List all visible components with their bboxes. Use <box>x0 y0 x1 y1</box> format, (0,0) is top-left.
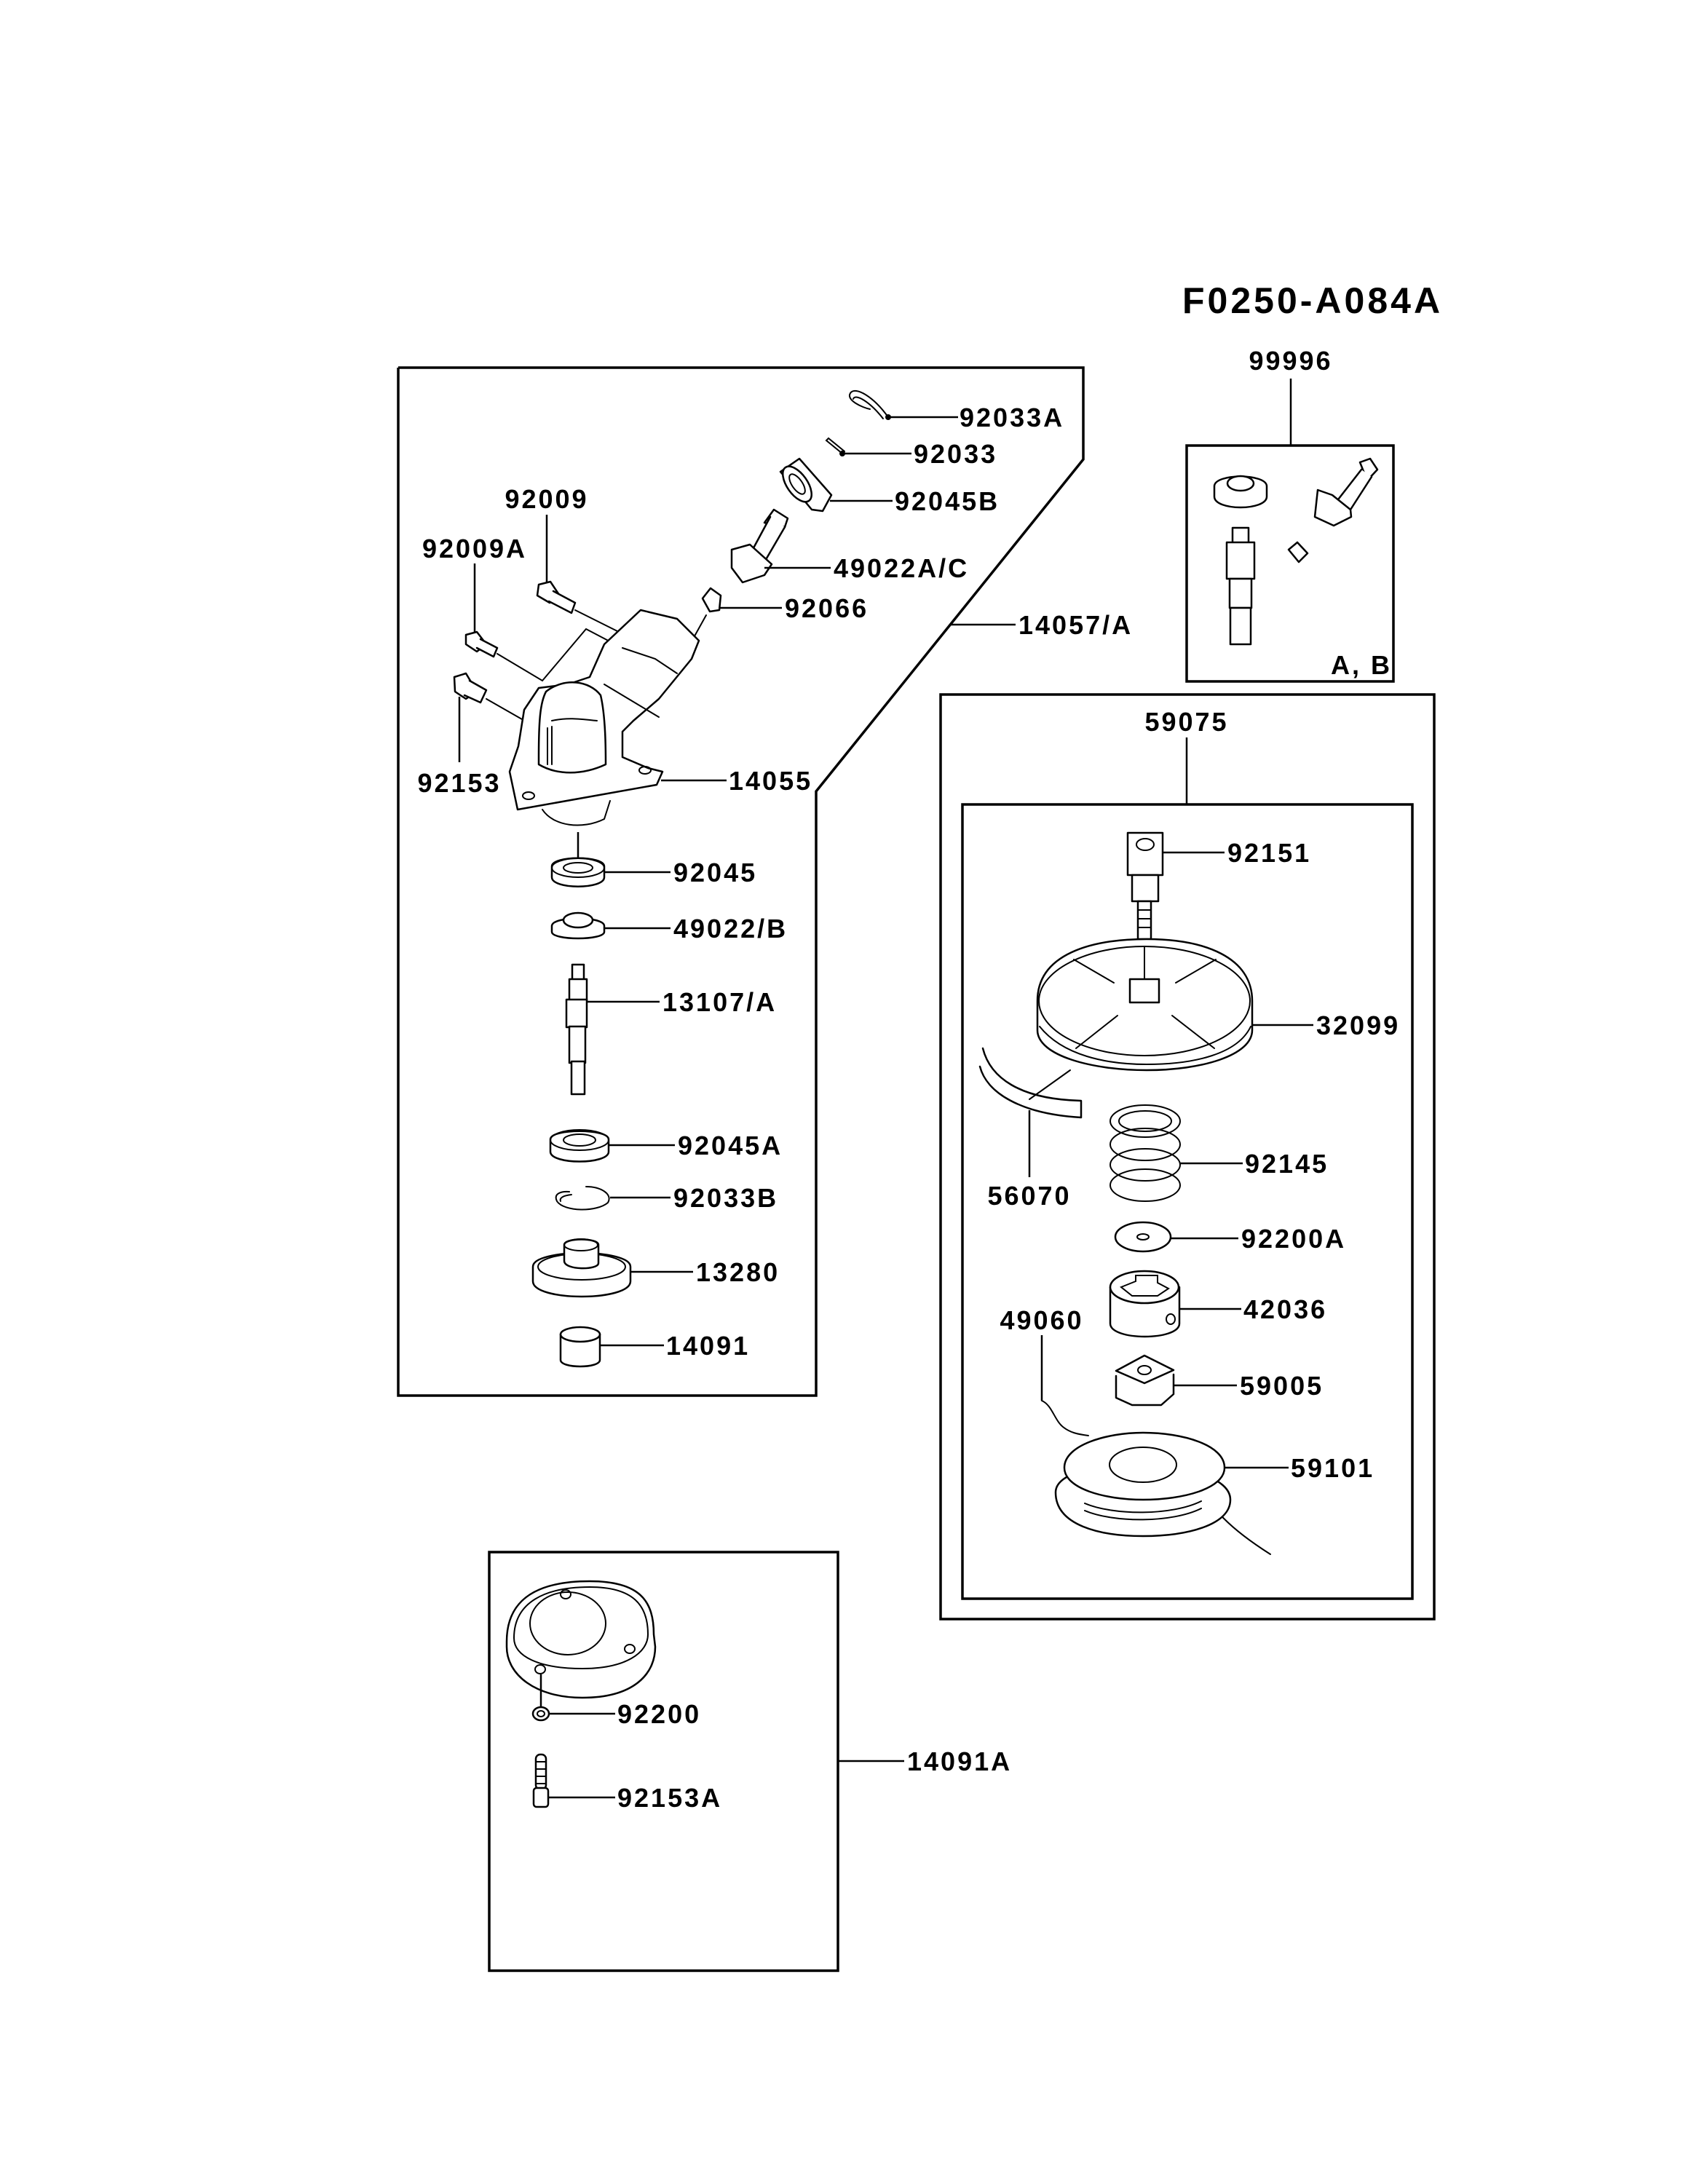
part-circlip-92033A[interactable]: 92033A <box>849 389 1064 432</box>
label-14091A[interactable]: 14091A <box>907 1746 1012 1776</box>
label-59005[interactable]: 49060 <box>1000 1305 1083 1335</box>
part-screw-92009[interactable]: 92009 <box>505 484 620 633</box>
label-92009A[interactable]: 92009A <box>422 534 527 563</box>
label-49022AC[interactable]: 49022A/C <box>834 553 969 583</box>
part-bevel-gear-49022AC[interactable]: 49022A/C <box>730 508 969 584</box>
part-bearing-92045[interactable]: 92045 <box>550 832 757 887</box>
part-bolt-92153A[interactable]: 92153A <box>532 1753 722 1813</box>
label-59101[interactable]: 59101 <box>1291 1453 1374 1483</box>
part-bevel-gear-49022B[interactable]: 49022/B <box>550 911 788 943</box>
gear-kit-frame <box>1185 444 1395 683</box>
part-holder-plate-13280[interactable]: 13280 <box>531 1238 780 1298</box>
part-bolt-92151[interactable]: 92151 <box>1126 831 1311 941</box>
label-59075[interactable]: 59075 <box>1144 707 1228 737</box>
cutter-head-outer-frame <box>939 693 1436 1621</box>
part-circlip-92033[interactable]: 92033 <box>825 437 997 469</box>
label-92151[interactable]: 92151 <box>1227 838 1311 868</box>
label-92153[interactable]: 92153 <box>417 768 501 798</box>
label-92200[interactable]: 92200 <box>617 1699 701 1729</box>
label-13280[interactable]: 13280 <box>696 1257 780 1287</box>
group-gear-case-assembly: 14057/A 92033A 92033 92045B <box>397 366 1133 1397</box>
label-92033A[interactable]: 92033A <box>960 403 1064 432</box>
part-spool-holder-42036[interactable]: 42036 <box>1109 1270 1327 1338</box>
label-14055[interactable]: 14055 <box>729 766 812 796</box>
label-56070[interactable]: 56070 <box>987 1181 1071 1211</box>
part-plug-92066[interactable]: 92066 <box>687 587 869 649</box>
kit-bevel-gear-icon <box>1313 457 1379 527</box>
part-washer-92200A[interactable]: 92200A <box>1114 1221 1346 1254</box>
label-92153A[interactable]: 92153A <box>617 1783 722 1813</box>
label-92033[interactable]: 92033 <box>914 439 997 469</box>
part-spring-92145[interactable]: 92145 <box>1109 1104 1329 1202</box>
part-gear-case-14055[interactable]: 14055 <box>508 609 812 826</box>
kit-shaft-icon <box>1225 526 1256 646</box>
group-gear-set-kit: 99996 A, B <box>1185 346 1395 683</box>
part-nylon-cord-59005[interactable]: 49060 <box>1000 1305 1271 1555</box>
label-32099[interactable]: 32099 <box>1316 1010 1400 1040</box>
label-42036[interactable]: 42036 <box>1243 1294 1327 1324</box>
gear-case-frame <box>397 366 1085 1397</box>
label-49060[interactable]: 59005 <box>1240 1371 1324 1401</box>
label-49022B[interactable]: 49022/B <box>673 914 788 943</box>
label-99996[interactable]: 99996 <box>1249 346 1332 376</box>
part-spool-59101[interactable]: 59101 <box>1054 1431 1374 1538</box>
label-92145[interactable]: 92145 <box>1245 1149 1329 1179</box>
label-92009[interactable]: 92009 <box>505 484 588 514</box>
label-92045[interactable]: 92045 <box>673 858 757 887</box>
part-shaft-13107A[interactable]: 13107/A <box>565 963 777 1096</box>
figure-id: F0250-A084A <box>1182 280 1443 321</box>
label-92045A[interactable]: 92045A <box>678 1131 783 1160</box>
kit-note: A, B <box>1331 650 1392 680</box>
part-label-56070[interactable]: 56070 <box>978 1047 1083 1211</box>
part-circlip-92033B[interactable]: 92033B <box>555 1183 778 1213</box>
part-screw-92009A[interactable]: 92009A <box>422 534 616 682</box>
part-bearing-92045A[interactable]: 92045A <box>549 1129 783 1163</box>
part-cover-32099[interactable]: 32099 <box>1036 938 1400 1072</box>
label-13107A[interactable]: 13107/A <box>662 987 777 1017</box>
group-cover-assembly: 14091A 92200 92153A <box>488 1551 1012 1972</box>
label-92033B[interactable]: 92033B <box>673 1183 778 1213</box>
part-nut-49060[interactable]: 59005 <box>1115 1354 1324 1406</box>
kit-gear-icon <box>1213 475 1268 509</box>
label-14091[interactable]: 14091 <box>666 1331 750 1361</box>
part-collar-14091[interactable]: 14091 <box>559 1326 750 1368</box>
label-92066[interactable]: 92066 <box>785 593 869 623</box>
part-bearing-92045B[interactable]: 92045B <box>777 457 1000 516</box>
part-washer-92200[interactable]: 92200 <box>531 1699 701 1729</box>
kit-plug-icon <box>1287 541 1309 563</box>
cover-cup-icon <box>505 1580 657 1712</box>
label-14057A[interactable]: 14057/A <box>1018 610 1133 640</box>
part-bolt-92153[interactable]: 92153 <box>417 672 538 798</box>
label-92045B[interactable]: 92045B <box>895 486 1000 516</box>
group-nylon-cutter-head: 59075 92151 32099 <box>939 693 1436 1621</box>
label-92200A[interactable]: 92200A <box>1241 1224 1346 1254</box>
cutter-head-inner-frame <box>961 803 1414 1600</box>
